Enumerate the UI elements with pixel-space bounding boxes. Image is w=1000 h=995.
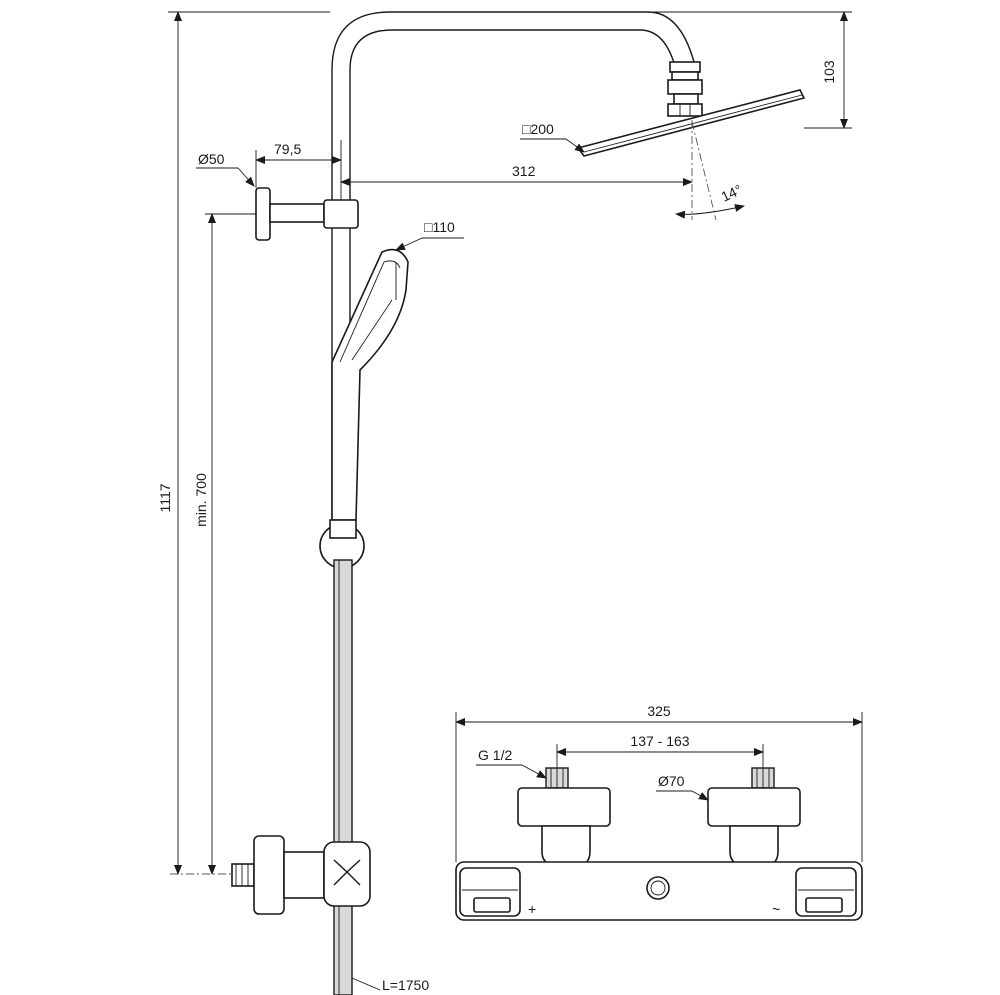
dimension-wall-offset: 79,5 (255, 140, 342, 200)
label-total-height: 1117 (157, 483, 173, 512)
label-bracket-diameter: Ø50 (198, 151, 225, 167)
label-wall-offset: 79,5 (274, 141, 301, 157)
dimension-head-height: 103 (640, 11, 852, 129)
label-mixer-width: 325 (647, 703, 671, 719)
dimension-connection-thread: G 1/2 (476, 747, 547, 779)
shower-hose (333, 559, 353, 995)
dimension-min-height: min. 700 (193, 213, 256, 875)
dimension-mixer-width: 325 (455, 703, 863, 862)
label-inlet-diameter: Ø70 (658, 773, 685, 789)
label-hose-length: L=1750 (382, 977, 429, 993)
svg-text:+: + (528, 901, 536, 917)
dimension-hose-length: L=1750 (351, 977, 429, 993)
label-arm-reach: 312 (512, 163, 536, 179)
label-head-size: □200 (522, 121, 554, 137)
thermostatic-mixer: + ~ (455, 767, 863, 921)
dimension-bracket-diameter: Ø50 (196, 151, 255, 187)
label-inlet-spacing: 137 - 163 (630, 733, 689, 749)
label-connection-thread: G 1/2 (478, 747, 512, 763)
dimension-arm-reach: 312 (340, 163, 693, 186)
shower-column (331, 11, 703, 525)
label-head-height: 103 (821, 60, 837, 84)
dimension-total-height: 1117 (157, 11, 330, 875)
hand-shower (319, 248, 409, 569)
svg-text:~: ~ (772, 901, 780, 917)
arm-nut-1 (669, 61, 701, 73)
lower-connection (170, 835, 371, 915)
dimension-inlet-spacing: 137 - 163 (556, 733, 764, 768)
label-hand-shower-size: □110 (424, 219, 455, 235)
label-min-height: min. 700 (193, 473, 209, 527)
dimension-inlet-diameter: Ø70 (656, 773, 709, 801)
overhead-shower-head (576, 89, 806, 221)
dimension-hand-shower-size: □110 (395, 219, 464, 251)
dimension-head-size: □200 (520, 121, 585, 153)
dimension-tilt-angle: 14° (675, 181, 745, 219)
label-tilt-angle: 14° (719, 181, 745, 204)
